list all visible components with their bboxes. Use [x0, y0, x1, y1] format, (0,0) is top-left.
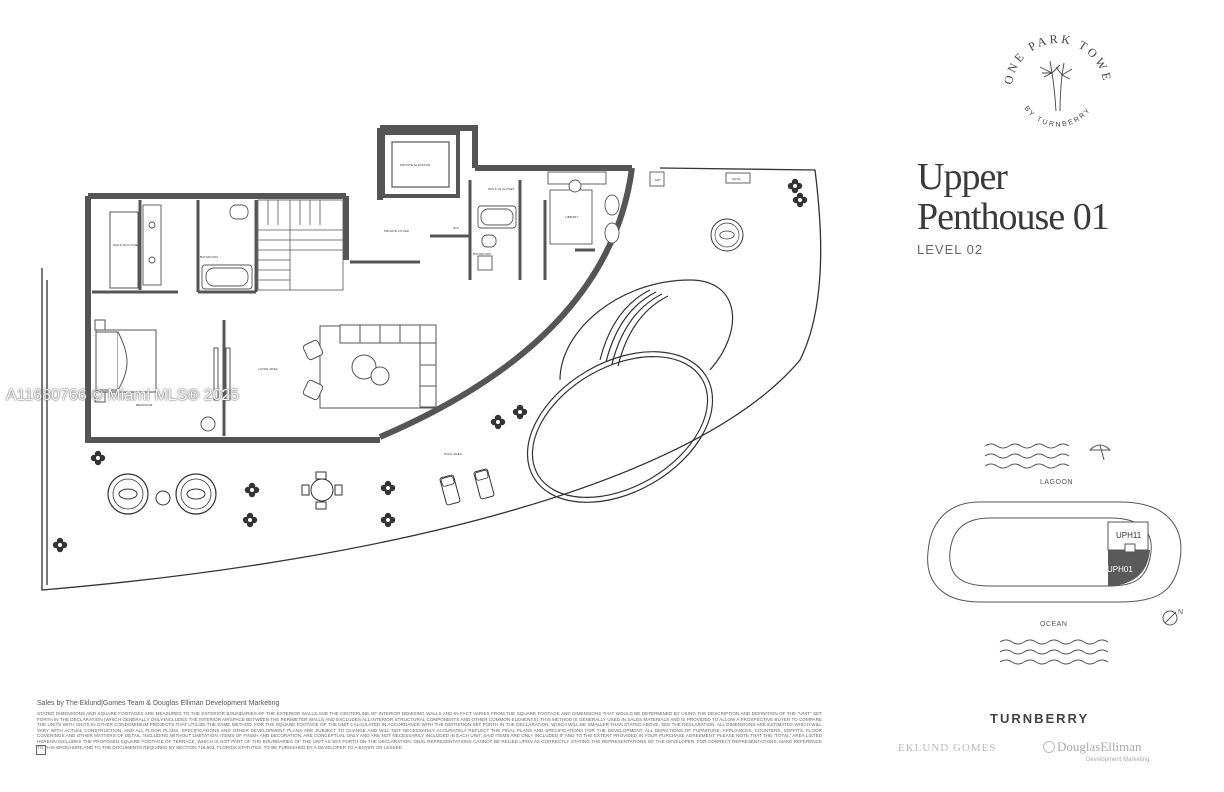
- unit-title-line2: Penthouse 01: [917, 196, 1110, 238]
- one-park-tower-logo: ONE PARK TOWER BY TURNBERRY: [1000, 33, 1115, 129]
- key-uph01-label: UPH01: [1107, 565, 1133, 574]
- label-private-foyer: PRIVATE FOYER: [384, 229, 410, 233]
- lagoon-waves-icon: [984, 443, 1070, 469]
- label-bathroom-2: BATHROOM: [473, 252, 491, 256]
- key-lagoon-label: LAGOON: [1040, 479, 1073, 486]
- sales-line: Sales by The Eklund|Gomes Team & Douglas…: [37, 700, 280, 707]
- eklund-gomes-logo: EKLUND GOMES: [898, 742, 997, 754]
- umbrella-icon: [1088, 444, 1112, 461]
- ocean-waves-icon: [999, 639, 1109, 665]
- svg-text:ONE PARK TOWER: ONE PARK TOWER: [1000, 33, 1115, 86]
- label-library: LIBRARY: [565, 215, 578, 219]
- label-private-elevator: PRIVATE ELEVATOR: [400, 163, 431, 167]
- interior-walls: [85, 125, 635, 443]
- douglas-elliman-icon: [1043, 741, 1055, 753]
- douglas-elliman-logo: DouglasElliman: [1057, 739, 1142, 754]
- palm-tree-icon: [1039, 60, 1073, 112]
- living-furniture: [213, 324, 437, 409]
- turnberry-logo: TURNBERRY: [990, 711, 1090, 726]
- bedroom-furniture: [94, 211, 216, 432]
- library-furniture: [547, 171, 751, 245]
- label-grill: GRILL: [732, 177, 741, 181]
- key-north-label: N: [1178, 609, 1184, 616]
- interior-partitions: [92, 180, 595, 436]
- bathroom-fixtures: [142, 204, 517, 290]
- north-arrow-icon: N: [1162, 609, 1184, 626]
- label-bathroom-1: BATHROOM: [200, 255, 218, 259]
- label-mp: M/P: [655, 178, 661, 182]
- equal-housing-icon: [36, 745, 46, 755]
- key-ocean-label: OCEAN: [1040, 621, 1067, 628]
- legal-disclaimer: STATED DIMENSIONS AND SQUARE FOOTAGES AR…: [37, 711, 822, 750]
- uph01-highlight: [1108, 550, 1150, 586]
- unit-level: LEVEL 02: [917, 242, 984, 257]
- pool: [526, 279, 734, 503]
- room-labels: PRIVATE ELEVATOR WALK-IN CLOSET BATHROOM…: [113, 163, 741, 456]
- key-plan: LAGOON UPH11 UPH01 OCEAN N: [927, 443, 1184, 665]
- label-walk-in-closet-1: WALK-IN CLOSET: [113, 243, 140, 247]
- unit-title-line1: Upper: [917, 156, 1008, 198]
- label-walk-in-closet-2: WALK-IN CLOSET: [488, 187, 515, 191]
- development-marketing-label: Development Marketing: [1086, 757, 1150, 763]
- key-uph11-label: UPH11: [1116, 531, 1142, 540]
- label-wc: W/C: [453, 226, 460, 230]
- staircase: [257, 199, 344, 291]
- logo-sub-text: BY TURNBERRY: [1023, 105, 1091, 128]
- svg-text:BY TURNBERRY: BY TURNBERRY: [1023, 105, 1093, 128]
- terrace-outline: [41, 167, 822, 591]
- label-living-area: LIVING AREA: [258, 367, 278, 371]
- mls-watermark: A11680766 © Miami MLS® 2025: [6, 387, 240, 404]
- logo-ring-text: ONE PARK TOWER: [1000, 33, 1112, 86]
- label-pool-area: POOL AREA: [444, 452, 462, 456]
- private-elevator-box: [381, 131, 460, 198]
- label-bedroom: BEDROOM: [136, 403, 153, 407]
- terrace-furniture: [107, 218, 744, 515]
